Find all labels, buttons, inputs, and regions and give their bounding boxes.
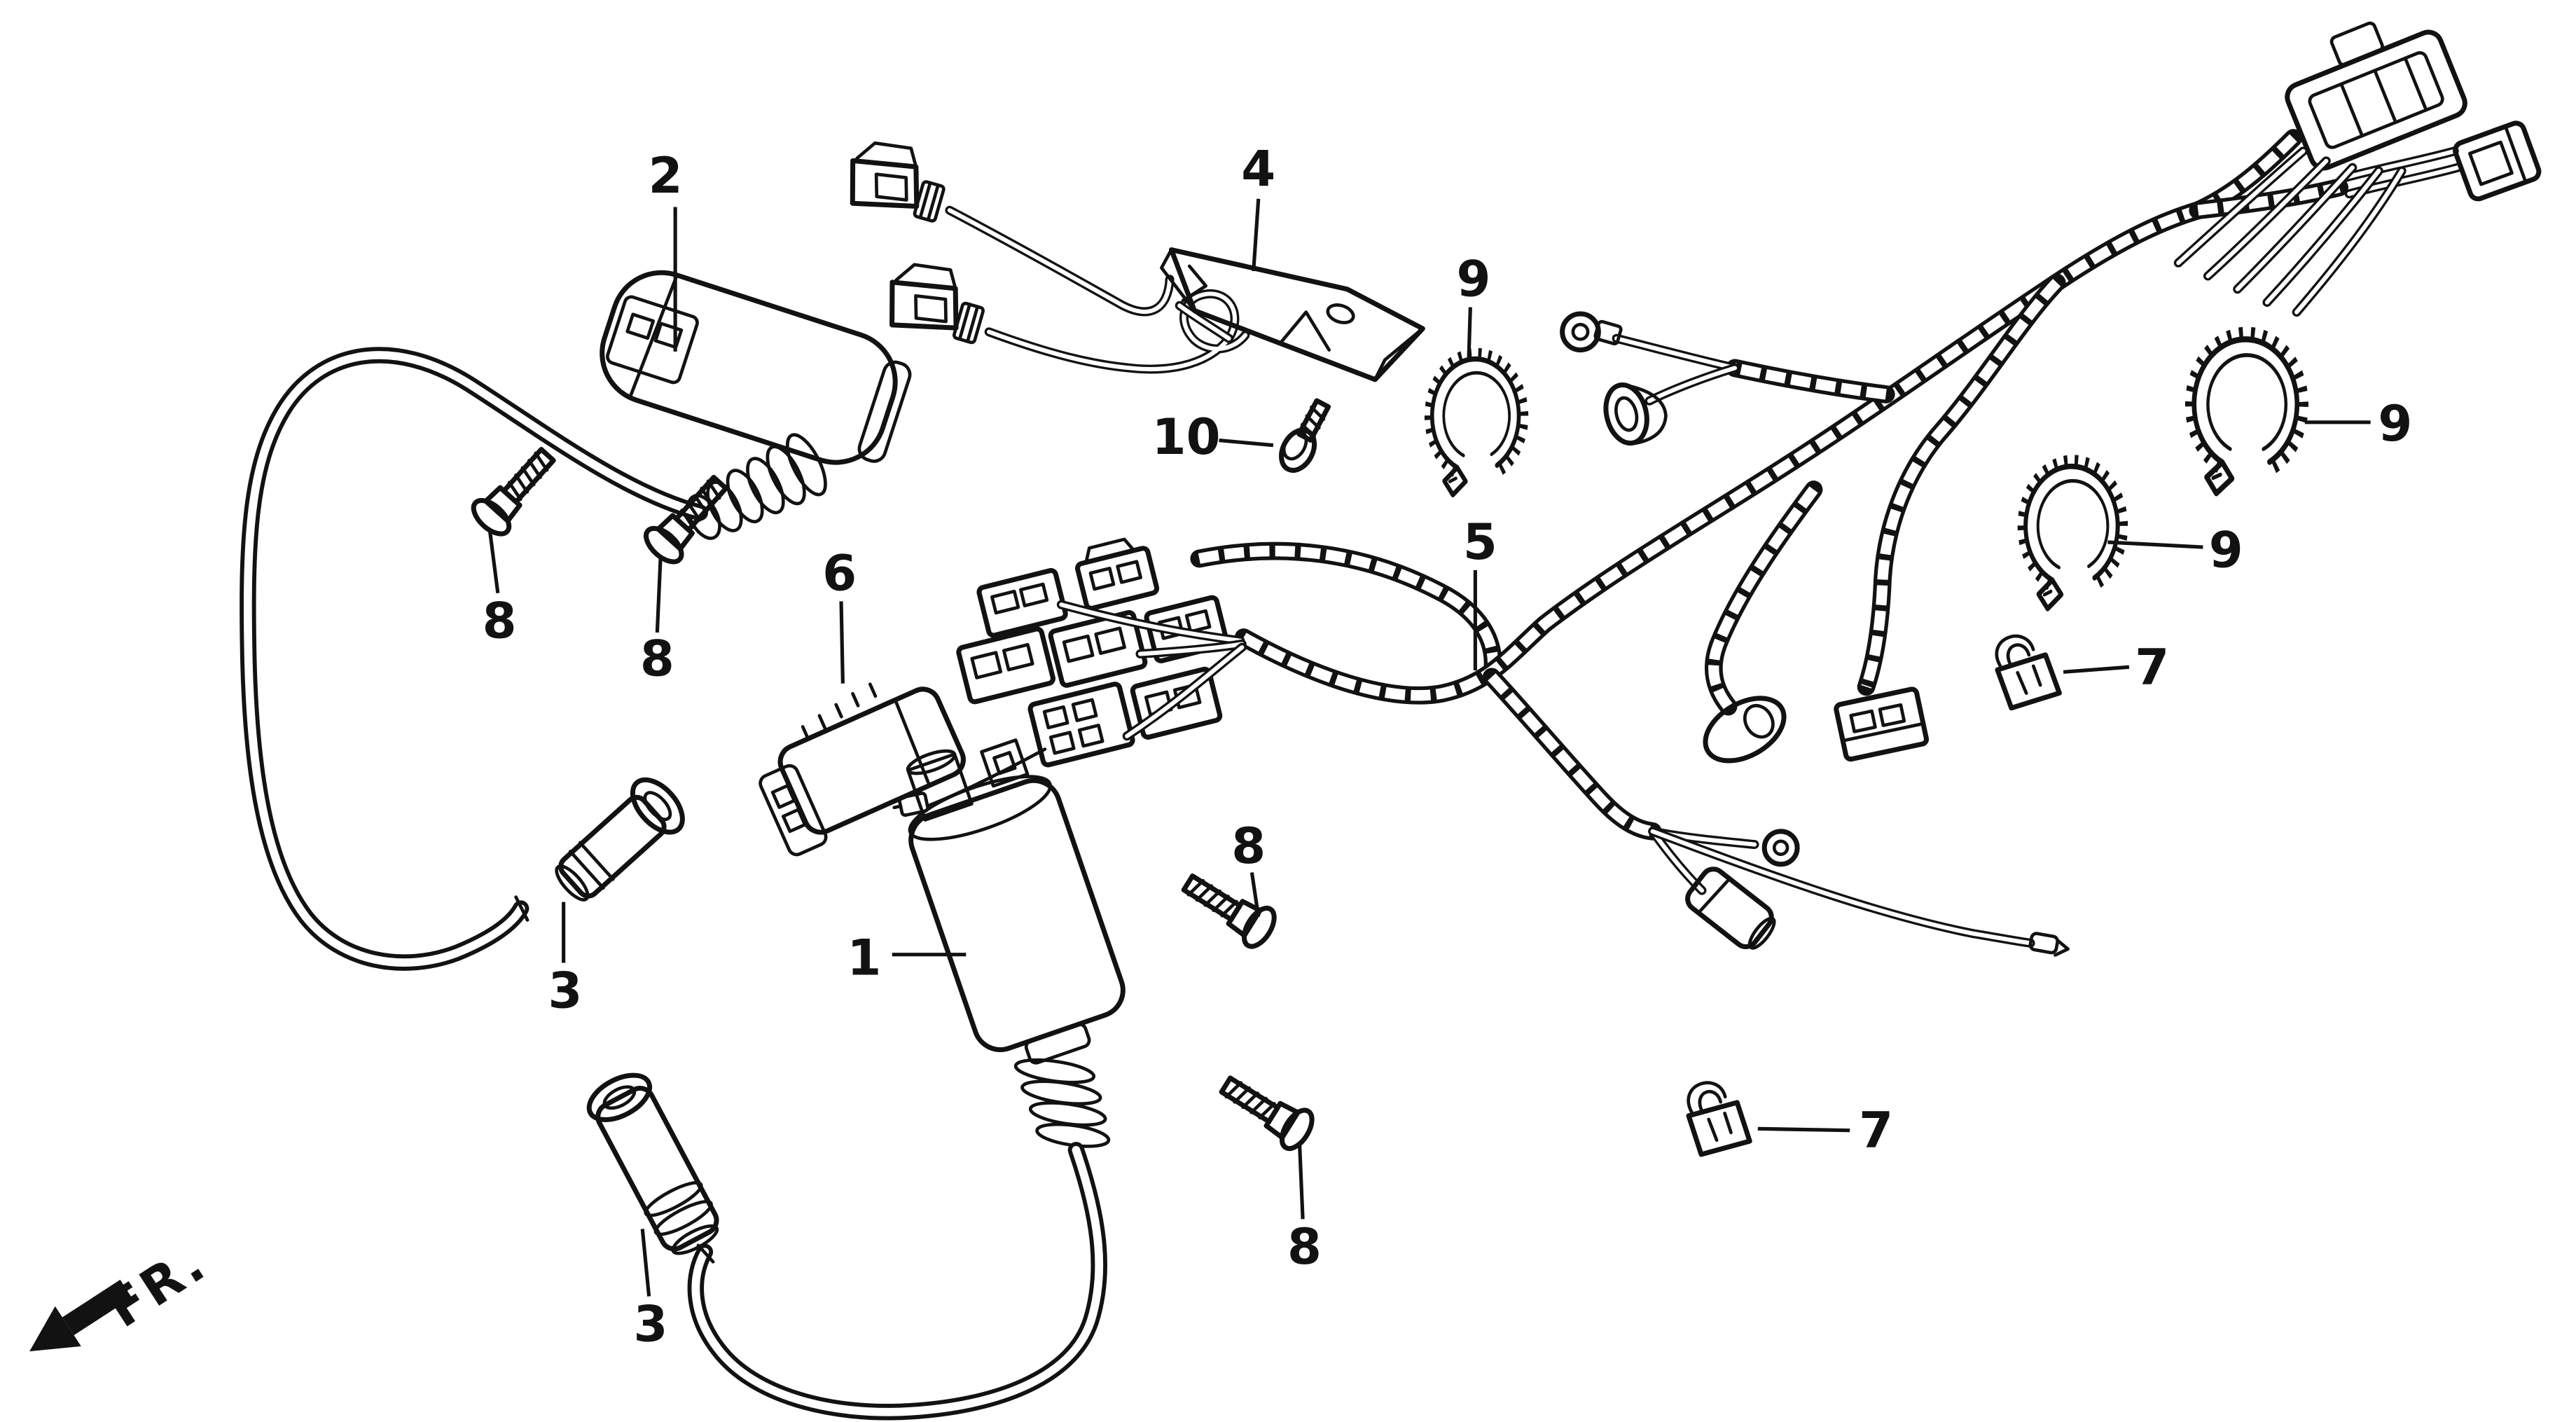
callout-label-6: 6 xyxy=(822,545,857,602)
callout-layer: 2 4 9 10 5 6 8 8 3 1 8 8 3 7 7 9 9 xyxy=(483,141,2413,1353)
bullet-connector-icon xyxy=(841,134,952,226)
cdi-unit-4 xyxy=(841,134,1425,382)
connector-cluster xyxy=(892,537,1247,817)
callout-label-9: 9 xyxy=(1457,251,1491,308)
fr-arrow-icon xyxy=(29,1279,132,1352)
callout-label-3: 3 xyxy=(633,1295,667,1353)
coil2-ht-lead xyxy=(240,347,709,971)
callout-leader-9 xyxy=(1467,307,1472,360)
fr-label: FR. xyxy=(98,1234,217,1339)
band-clamp-9 xyxy=(2183,324,2311,496)
cube-connector xyxy=(2453,120,2542,202)
flange-bolt-8 xyxy=(1177,865,1280,952)
callout-label-7: 7 xyxy=(2135,638,2169,696)
callout-leader-8 xyxy=(1249,872,1261,918)
unit-bracket xyxy=(1160,247,1425,382)
callout-leader-4 xyxy=(1252,198,1261,272)
round-connector xyxy=(1603,382,1668,446)
condenser xyxy=(1685,867,1776,950)
callout-leader-10 xyxy=(1219,439,1274,448)
coil1-ht-lead xyxy=(687,1142,1107,1421)
branch-connector-rect xyxy=(1834,686,1930,762)
callout-leader-8 xyxy=(655,558,663,633)
ignition-coil-2 xyxy=(240,270,912,971)
callout-label-2: 2 xyxy=(649,147,683,205)
callout-leader-7 xyxy=(1757,1126,1850,1133)
callout-label-9: 9 xyxy=(2378,395,2412,453)
band-clamp-9 xyxy=(1422,344,1532,497)
callout-label-5: 5 xyxy=(1463,513,1497,571)
spark-plug-cap-3-upper xyxy=(555,777,685,902)
flange-bolt-8 xyxy=(640,469,735,568)
callout-label-8: 8 xyxy=(483,593,517,650)
callout-label-8: 8 xyxy=(640,630,674,688)
coil-boot xyxy=(686,433,827,540)
callout-label-8: 8 xyxy=(1287,1218,1322,1276)
spark-plug-cap-3-lower xyxy=(586,1072,719,1255)
band-clamp-9 xyxy=(2014,451,2132,612)
flange-bolt-8 xyxy=(468,441,563,540)
fr-indicator: FR. xyxy=(29,1234,218,1352)
multi-pin-connector xyxy=(2173,21,2467,317)
connector-6 xyxy=(759,682,966,857)
harness-clip-7 xyxy=(1687,1080,1750,1155)
flange-bolt-8 xyxy=(1214,1067,1318,1154)
screw-10 xyxy=(1279,398,1331,473)
harness-clip-7 xyxy=(1994,632,2061,709)
callout-leader-9 xyxy=(2107,540,2203,549)
callout-label-7: 7 xyxy=(1859,1102,1893,1159)
callout-leader-6 xyxy=(839,601,845,684)
callout-label-10: 10 xyxy=(1152,408,1221,466)
callout-label-1: 1 xyxy=(847,929,881,986)
callout-leader-7 xyxy=(2063,665,2130,674)
branch-connector-oval xyxy=(1703,696,1787,764)
wire-harness-5 xyxy=(892,21,2542,957)
ring-terminal xyxy=(1560,311,1623,353)
callout-leader-8 xyxy=(1297,1141,1305,1220)
callout-label-4: 4 xyxy=(1241,141,1275,198)
ring-terminal xyxy=(1761,829,1800,867)
bullet-connector-icon xyxy=(881,256,992,348)
callout-leader-3 xyxy=(640,1229,651,1297)
callout-label-3: 3 xyxy=(548,962,583,1019)
ignition-coil-1 xyxy=(687,738,1126,1421)
bullet-terminal xyxy=(2028,932,2070,957)
callout-label-8: 8 xyxy=(1231,817,1266,875)
callout-label-9: 9 xyxy=(2209,522,2243,579)
callout-leader-8 xyxy=(487,528,500,594)
